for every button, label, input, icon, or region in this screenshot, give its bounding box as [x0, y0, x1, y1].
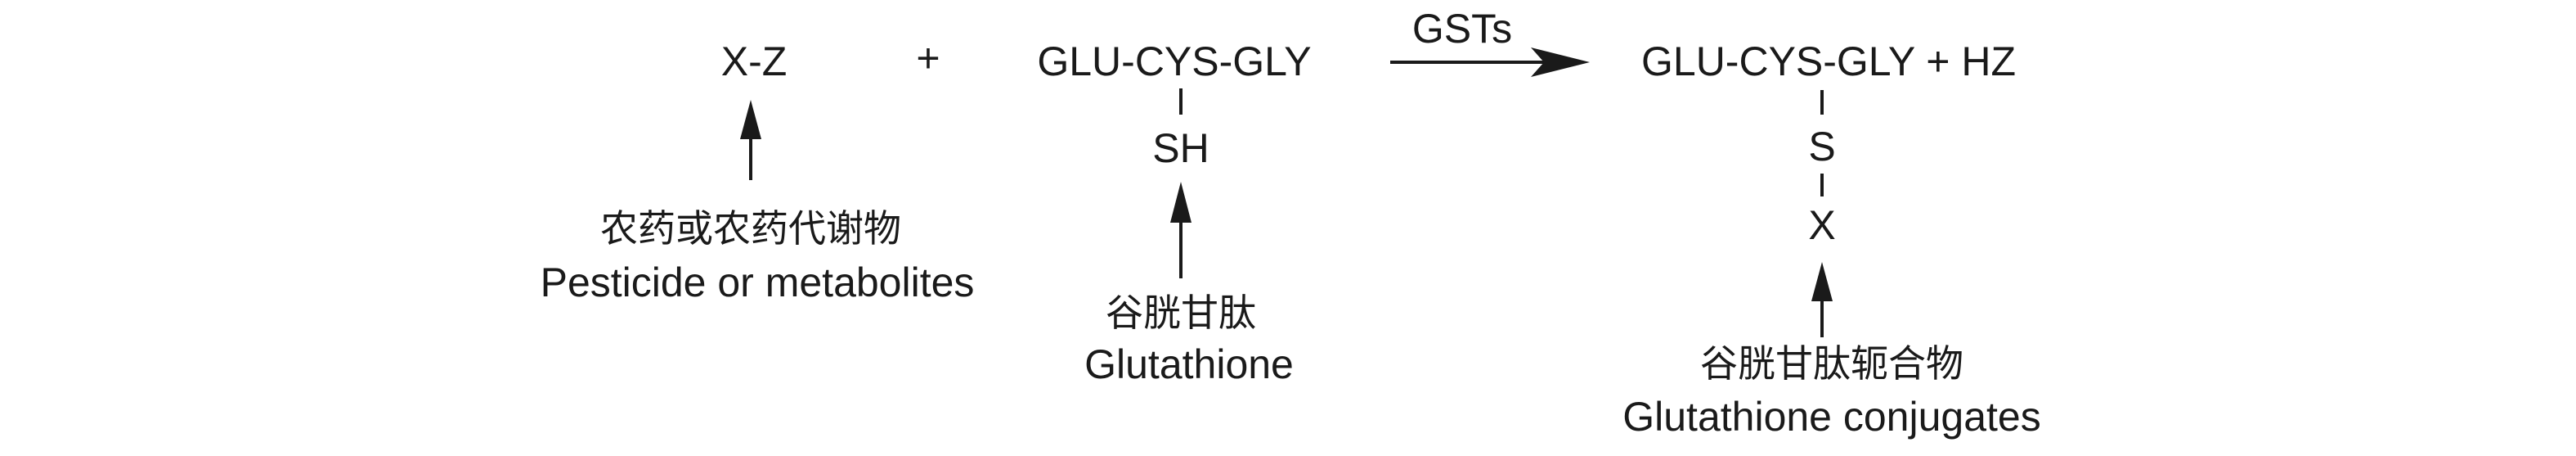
- glutathione-label-en: Glutathione: [1084, 341, 1294, 387]
- conjugates-label-en: Glutathione conjugates: [1622, 394, 2040, 440]
- conjugate-formula: GLU-CYS-GLY + HZ: [1641, 38, 2016, 84]
- sulfur-atom: S: [1808, 124, 1835, 169]
- glutathione-formula: GLU-CYS-GLY: [1037, 38, 1311, 84]
- pesticide-pointer-arrow: [740, 100, 761, 180]
- plus-sign: +: [916, 35, 940, 81]
- pesticide-label-cn: 农药或农药代谢物: [600, 207, 901, 250]
- reaction-arrow: [1390, 47, 1590, 77]
- conjugate-pointer-arrow: [1811, 262, 1833, 337]
- enzyme-label: GSTs: [1412, 6, 1512, 52]
- glutathione-pointer-arrow: [1170, 182, 1192, 278]
- substituent-x: X: [1808, 202, 1835, 248]
- glutathione-label-cn: 谷胱甘肽: [1106, 291, 1256, 334]
- pesticide-formula: X-Z: [721, 38, 788, 84]
- thiol-group: SH: [1152, 125, 1209, 171]
- pesticide-label-en: Pesticide or metabolites: [541, 260, 975, 305]
- conjugates-label-cn: 谷胱甘肽轭合物: [1700, 342, 1963, 385]
